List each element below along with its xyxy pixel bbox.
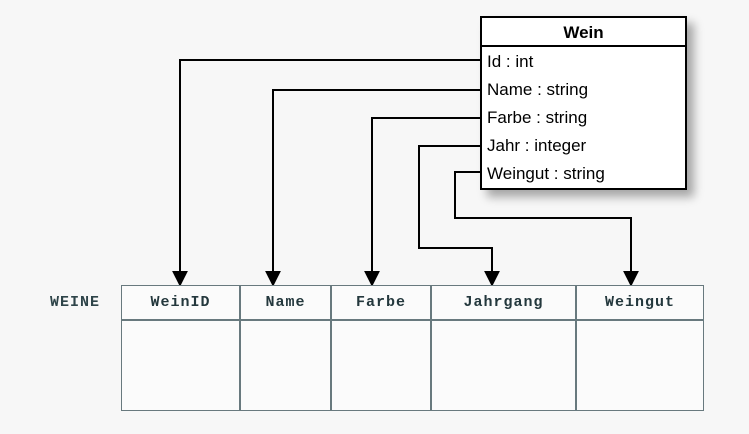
relation-table[interactable]: WeinID Name Farbe Jahrgang Weingut [121, 285, 704, 411]
table-cell-weinid[interactable] [121, 320, 240, 411]
table-cell-weingut[interactable] [576, 320, 704, 411]
relation-name-label: WEINE [50, 294, 101, 311]
column-header-name[interactable]: Name [240, 285, 331, 320]
uml-attribute-weingut: Weingut : string [487, 164, 605, 183]
table-cell-jahrgang[interactable] [431, 320, 576, 411]
uml-attribute-list: Id : int Name : string Farbe : string Ja… [482, 47, 685, 188]
table-header-row: WeinID Name Farbe Jahrgang Weingut [121, 285, 704, 320]
column-header-weinid[interactable]: WeinID [121, 285, 240, 320]
table-cell-farbe[interactable] [331, 320, 431, 411]
uml-attribute-jahr: Jahr : integer [487, 136, 587, 155]
uml-class-name: Wein [482, 18, 685, 47]
table-cell-name[interactable] [240, 320, 331, 411]
mapping-connector-jahr-jahrgang [418, 145, 500, 287]
uml-attribute-farbe: Farbe : string [487, 108, 588, 127]
uml-class-box[interactable]: Wein Id : int Name : string Farbe : stri… [480, 16, 687, 190]
uml-attribute-name: Name : string [487, 80, 589, 99]
mapping-connector-id-weinid [172, 59, 480, 287]
mapping-connector-weingut-weingut [454, 171, 639, 287]
mapping-connector-name-name [265, 89, 480, 287]
mapping-connector-farbe-farbe [364, 117, 480, 287]
column-header-weingut[interactable]: Weingut [576, 285, 704, 320]
uml-attribute-id: Id : int [487, 52, 534, 71]
column-header-farbe[interactable]: Farbe [331, 285, 431, 320]
column-header-jahrgang[interactable]: Jahrgang [431, 285, 576, 320]
table-row [121, 320, 704, 411]
